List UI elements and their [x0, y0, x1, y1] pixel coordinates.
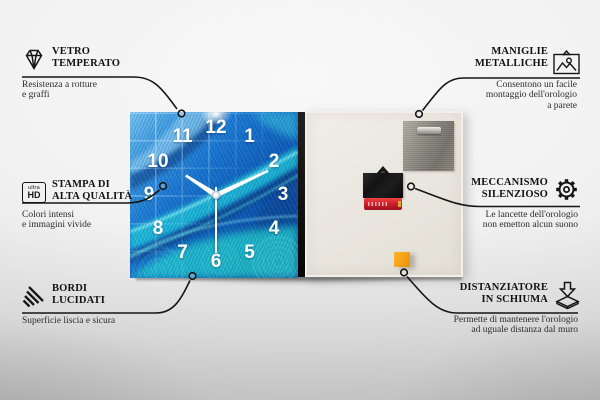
title-line: BORDI	[52, 283, 88, 294]
clock-front-face: 1 2 3 4 5 6 7 8 9 10 11 12	[130, 112, 298, 278]
metal-hanging-plate	[403, 121, 454, 171]
clock-numeral: 11	[172, 126, 193, 147]
desc-line: montaggio dell'orologio	[485, 90, 577, 101]
second-hand	[215, 187, 217, 253]
title-line: MANIGLIE	[491, 46, 548, 57]
title-line: MECCANISMO	[471, 177, 548, 188]
callout-title-stampa: STAMPA DI ALTA QUALITÀ	[52, 179, 132, 203]
desc-line: Permette di mantenere l'orologio	[453, 315, 578, 325]
clock-numeral: 10	[147, 150, 169, 172]
callout-desc-vetro: Resistenza a rotture e graffi	[22, 80, 97, 101]
title-line: VETRO	[52, 46, 91, 57]
desc-line: e immagini vivide	[22, 220, 92, 231]
clock-numeral: 7	[177, 242, 188, 263]
desc-line: ad uguale distanza dal muro	[471, 325, 578, 336]
clock-numeral: 3	[277, 184, 289, 205]
battery-terminal	[398, 201, 401, 207]
ultra-hd-icon: ultra HD	[22, 182, 46, 203]
clock-numeral: 4	[268, 217, 280, 239]
title-line: TEMPERATO	[52, 58, 121, 69]
metal-handle-slot	[417, 127, 441, 134]
mechanism-body	[363, 173, 403, 198]
desc-line: non emetton alcun suono	[482, 220, 578, 231]
clock-mechanism	[363, 166, 403, 210]
clock-numeral: 1	[244, 126, 255, 147]
clock-numeral: 6	[210, 251, 222, 272]
clock-numeral: 5	[244, 242, 255, 263]
callout-title-maniglie: MANIGLIE METALLICHE	[475, 46, 548, 70]
title-line: IN SCHIUMA	[481, 294, 548, 305]
clock-side-edge	[298, 112, 305, 277]
clock-numeral: 8	[152, 217, 164, 239]
callout-desc-maniglie: Consentono un facile montaggio dell'orol…	[486, 80, 577, 111]
desc-line: e graffi	[22, 90, 50, 101]
title-line: SILENZIOSO	[481, 189, 548, 200]
callout-desc-distanziatore: Permette di mantenere l'orologio ad ugua…	[454, 315, 578, 336]
desc-line: a parete	[547, 100, 577, 111]
callout-title-distanziatore: DISTANZIATORE IN SCHIUMA	[460, 282, 548, 306]
title-line: METALLICHE	[474, 58, 548, 69]
callout-title-meccanismo: MECCANISMO SILENZIOSO	[471, 177, 548, 201]
diamond-icon	[25, 49, 43, 70]
foam-spacer-icon	[555, 281, 580, 310]
callout-desc-meccanismo: Le lancette dell'orologio non emetton al…	[483, 210, 578, 231]
title-line: ALTA QUALITÀ	[52, 191, 133, 202]
desc-line: Consentono un facile	[496, 80, 577, 90]
battery	[364, 198, 402, 210]
ultra-hd-icon-text: ultra	[28, 184, 40, 191]
foam-spacer	[394, 252, 410, 267]
mechanism-hanger-hole	[380, 170, 386, 175]
callout-title-bordi: BORDI LUCIDATI	[52, 283, 105, 307]
mechanism-hanger	[376, 166, 390, 174]
clock-back-panel	[305, 111, 463, 277]
ultra-hd-icon-text: HD	[27, 190, 41, 200]
callout-desc-stampa: Colori intensi e immagini vivide	[22, 210, 91, 231]
polished-edge-icon	[22, 286, 44, 308]
glass-glare	[194, 112, 238, 130]
desc-line: Colori intensi	[22, 210, 74, 220]
callout-title-vetro: VETRO TEMPERATO	[52, 46, 120, 70]
desc-line: Resistenza a rotture	[22, 80, 97, 90]
desc-line: Le lancette dell'orologio	[485, 210, 578, 220]
picture-frame-icon	[553, 50, 580, 75]
clock-center-cap	[212, 191, 220, 199]
clock-numeral: 9	[143, 184, 155, 205]
clock-numeral: 2	[268, 150, 280, 172]
gear-icon	[556, 179, 577, 200]
title-line: STAMPA DI	[52, 179, 110, 190]
title-line: DISTANZIATORE	[459, 282, 548, 293]
title-line: LUCIDATI	[52, 295, 105, 306]
desc-line: Superficie liscia e sicura	[22, 316, 116, 326]
clock-numeral: 12	[205, 117, 227, 138]
battery-label	[368, 201, 389, 206]
callout-desc-bordi: Superficie liscia e sicura	[22, 316, 115, 326]
product-contact-shadow	[136, 276, 462, 280]
product-shadow	[128, 276, 472, 292]
